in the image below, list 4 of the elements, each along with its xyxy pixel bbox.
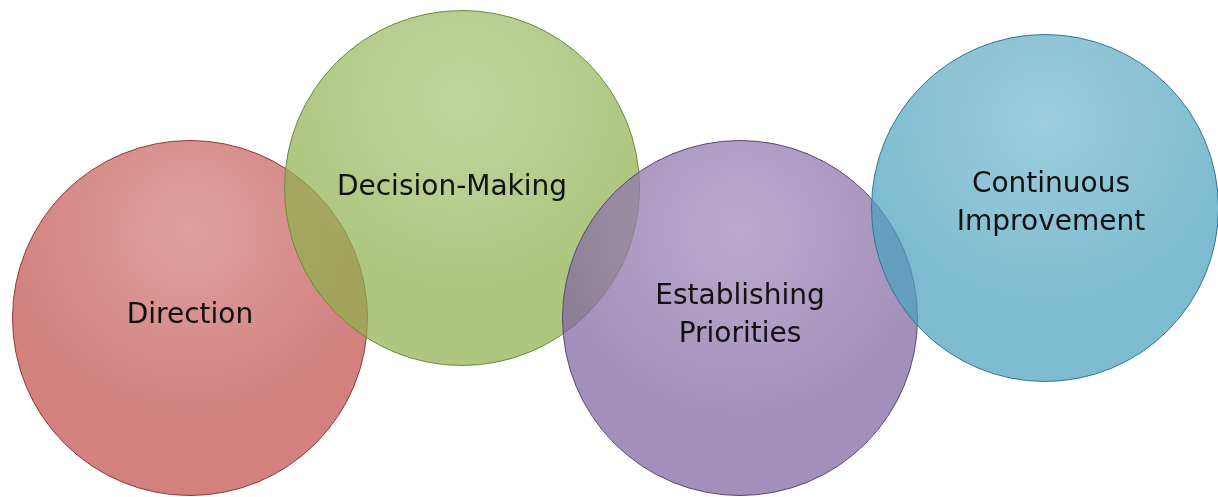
circle-label: Establishing Priorities [654, 277, 826, 351]
circle-label: Direction [126, 296, 254, 333]
circle-label: Decision-Making [336, 168, 568, 205]
circle-label: Continuous Improvement [955, 165, 1147, 239]
